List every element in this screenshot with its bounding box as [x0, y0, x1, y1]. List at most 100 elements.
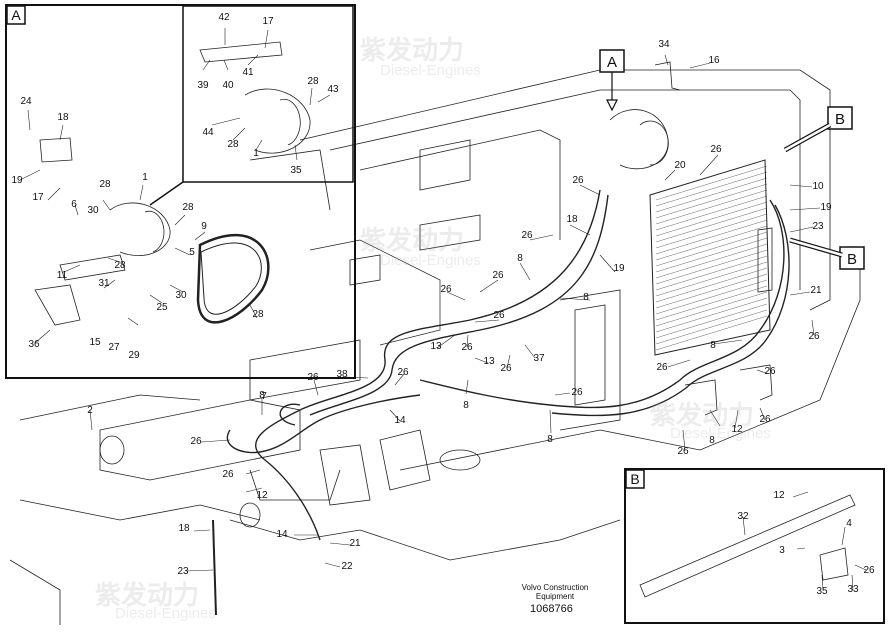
callout-number: 2	[87, 405, 93, 416]
callout-number: 17	[262, 16, 274, 27]
callout-number: 14	[394, 415, 406, 426]
callout-number: 35	[290, 165, 302, 176]
inset-a-frame	[5, 4, 356, 379]
callout-number: 24	[20, 96, 32, 107]
callout-number: 43	[327, 84, 339, 95]
callout-number: 26	[764, 366, 776, 377]
callout-number: 13	[483, 356, 495, 367]
arrow-b-label-top: B	[835, 111, 845, 128]
callout-number: 41	[242, 67, 254, 78]
callout-number: 7	[261, 391, 267, 402]
callout-number: 19	[820, 202, 832, 213]
callout-number: 14	[276, 529, 288, 540]
callout-number: 8	[583, 292, 589, 303]
callout-number: 26	[677, 446, 689, 457]
callout-number: 10	[812, 181, 824, 192]
callout-number: 27	[108, 342, 120, 353]
callout-number: 31	[98, 278, 110, 289]
arrow-a-label: A	[607, 54, 617, 71]
callout-number: 42	[218, 12, 230, 23]
callout-number: 8	[463, 400, 469, 411]
callout-number: 26	[492, 270, 504, 281]
callout-number: 33	[847, 584, 859, 595]
callout-number: 30	[87, 205, 99, 216]
callout-number: 30	[175, 290, 187, 301]
callout-number: 26	[307, 372, 319, 383]
callout-number: 29	[128, 350, 140, 361]
callout-number: 12	[731, 424, 743, 435]
callout-number: 19	[11, 175, 23, 186]
callout-number: 8	[710, 340, 716, 351]
callout-number: 19	[613, 263, 625, 274]
callout-number: 5	[189, 247, 195, 258]
detail-b-label: B	[630, 471, 639, 487]
callout-number: 26	[397, 367, 409, 378]
callout-number: 4	[846, 518, 852, 529]
callout-number: 8	[547, 434, 553, 445]
callout-number: 38	[336, 369, 348, 380]
document-number: 1068766	[530, 603, 573, 615]
callout-number: 28	[99, 179, 111, 190]
caption-line-2: Equipment	[535, 592, 575, 601]
callout-number: 40	[222, 80, 234, 91]
callout-number: 26	[759, 414, 771, 425]
arrow-b-label-bottom: B	[847, 251, 857, 268]
callout-number: 26	[461, 342, 473, 353]
callout-number: 8	[517, 253, 523, 264]
callout-number: 28	[252, 309, 264, 320]
callout-number: 11	[57, 270, 68, 281]
callout-number: 25	[156, 302, 168, 313]
callout-number: 26	[710, 144, 722, 155]
callout-number: 12	[256, 490, 268, 501]
callout-number: 18	[566, 214, 578, 225]
callout-number: 15	[89, 337, 101, 348]
callout-number: 23	[177, 566, 189, 577]
callout-number: 36	[28, 339, 40, 350]
callout-number: 26	[440, 284, 452, 295]
callout-number: 18	[178, 523, 190, 534]
callout-number: 26	[571, 387, 583, 398]
callout-number: 17	[32, 192, 44, 203]
callout-number: 1	[253, 148, 259, 159]
callout-number: 26	[656, 362, 668, 373]
callout-number: 26	[863, 565, 875, 576]
callout-number: 32	[737, 511, 749, 522]
caption-line-1: Volvo Construction	[521, 583, 589, 592]
callout-number: 35	[816, 586, 828, 597]
callout-number: 20	[674, 160, 686, 171]
callout-number: 1	[142, 172, 148, 183]
callout-number: 21	[349, 538, 361, 549]
callout-number: 23	[812, 221, 824, 232]
callout-number: 3	[779, 545, 785, 556]
callout-number: 22	[341, 561, 353, 572]
callout-number: 28	[227, 139, 239, 150]
callout-number: 13	[430, 341, 442, 352]
callout-number: 18	[57, 112, 69, 123]
callout-number: 21	[810, 285, 822, 296]
detail-a-label: A	[11, 7, 21, 23]
callout-number: 26	[493, 310, 505, 321]
inset-a-sub-frame	[182, 5, 354, 183]
callout-number: 9	[201, 221, 207, 232]
callout-number: 26	[500, 363, 512, 374]
callout-number: 6	[71, 199, 77, 210]
callout-number: 12	[773, 490, 785, 501]
callout-number: 8	[709, 435, 715, 446]
callout-number: 28	[182, 202, 194, 213]
inset-a-leader	[149, 181, 184, 206]
callout-number: 39	[197, 80, 209, 91]
callout-number: 26	[808, 331, 820, 342]
callout-number: 16	[708, 55, 720, 66]
callout-number: 44	[202, 127, 214, 138]
callout-number: 26	[222, 469, 234, 480]
callout-number: 26	[190, 436, 202, 447]
callout-number: 28	[307, 76, 319, 87]
callout-number: 26	[521, 230, 533, 241]
callout-number: 28	[114, 260, 126, 271]
callout-number: 37	[533, 353, 545, 364]
callout-number: 8	[259, 390, 265, 401]
inset-b-frame	[624, 468, 885, 624]
callout-number: 34	[658, 39, 670, 50]
